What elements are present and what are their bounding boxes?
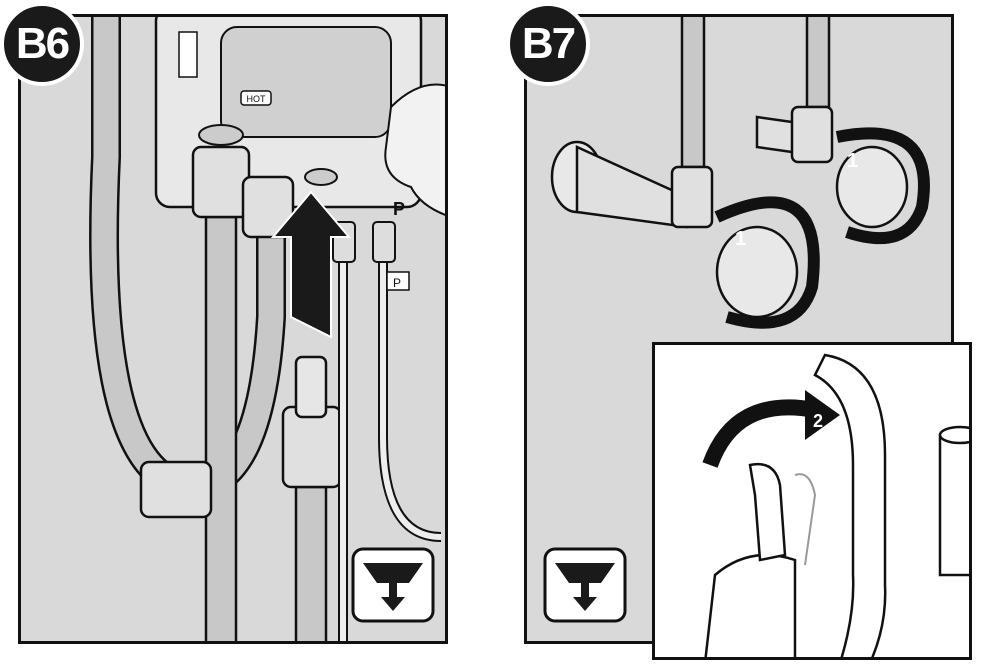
hand xyxy=(384,83,445,216)
filter-label-sticker xyxy=(178,31,198,78)
fitting-left xyxy=(191,145,251,219)
valve-1-body xyxy=(575,145,689,229)
faucet-inset: 2 xyxy=(652,342,972,660)
braided-hose-lower xyxy=(294,485,328,641)
push-up-arrow xyxy=(270,190,352,339)
thin-tube-2 xyxy=(380,247,442,540)
faucet-handle xyxy=(748,462,787,562)
handle-turn-arrow xyxy=(702,399,817,468)
hot-tag xyxy=(240,90,272,106)
handle-turn-label: 2 xyxy=(813,411,823,431)
faucet-spout xyxy=(813,353,887,657)
panel-b6: HOT P P xyxy=(18,14,448,644)
faucet-base xyxy=(704,553,797,657)
fitting-center xyxy=(241,175,295,239)
connector-loop xyxy=(139,460,213,519)
fitting-lower xyxy=(281,405,343,489)
rotate-arrow-1 xyxy=(714,196,820,329)
clip-p-label: P xyxy=(393,276,401,290)
b6-illustration: HOT P P xyxy=(89,17,445,641)
step-badge-b6: B6 xyxy=(0,2,84,86)
rotate-arrow-2-label: 1 xyxy=(847,150,858,172)
braided-hose-center xyxy=(204,215,238,641)
valve-2-handle xyxy=(835,145,909,229)
hot-tag-text: HOT xyxy=(247,94,267,104)
filter-unit-panel xyxy=(220,26,392,138)
b7-illustration: 1 1 xyxy=(543,17,930,623)
port-p-label: P xyxy=(393,199,405,219)
rotate-arrow-1-label: 1 xyxy=(735,228,746,250)
under-sink-icon xyxy=(543,547,627,623)
supply-line-1 xyxy=(680,17,706,169)
pipe-stub xyxy=(294,355,328,419)
faucet-handle-ghost xyxy=(794,473,817,566)
under-sink-icon xyxy=(351,547,435,623)
valve-1-handle xyxy=(715,225,799,319)
step-badge-b7: B7 xyxy=(506,2,590,86)
supply-line-2 xyxy=(805,17,831,109)
rotate-arrow-2 xyxy=(835,127,930,245)
faucet-illustration: 2 xyxy=(702,353,969,657)
